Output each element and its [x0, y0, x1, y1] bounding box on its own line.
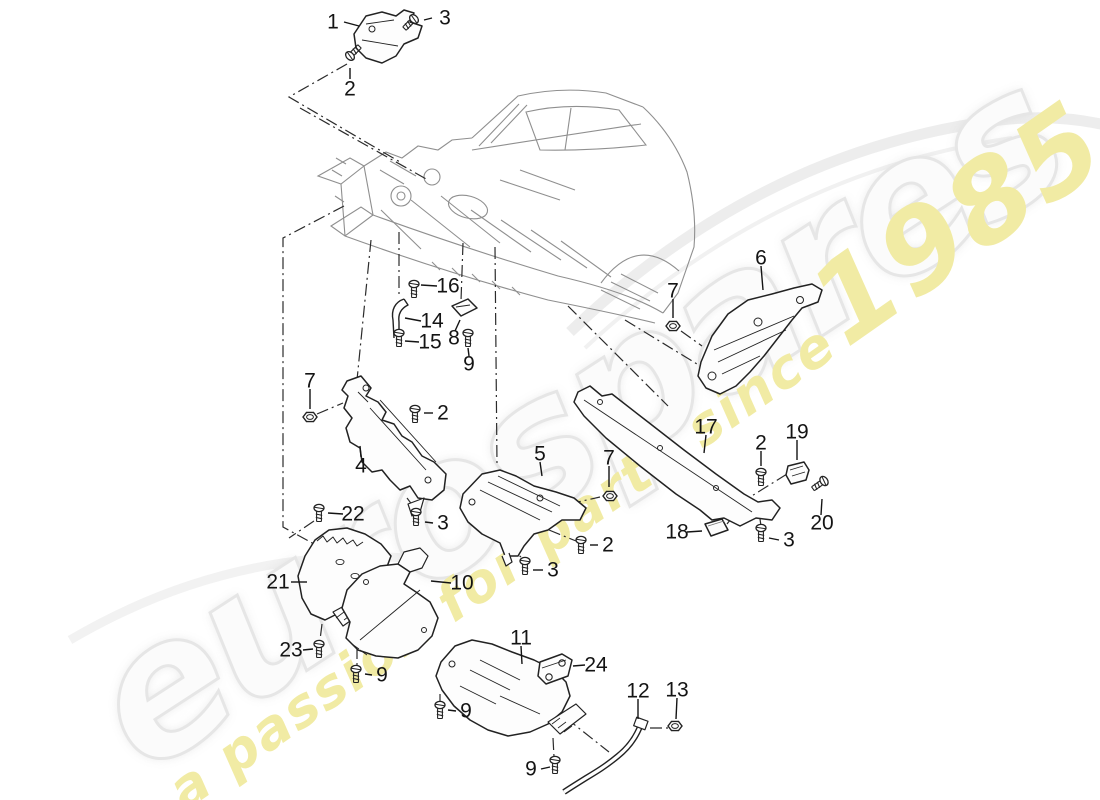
- part-callout-24[interactable]: 24: [584, 653, 608, 677]
- part-heat-shield-10: [341, 547, 439, 659]
- part-pad-8: [451, 298, 478, 317]
- part-bracket-24: [537, 653, 573, 685]
- part-callout-1[interactable]: 1: [327, 10, 339, 34]
- part-callout-5[interactable]: 5: [534, 442, 546, 466]
- part-rod-12: [562, 716, 649, 795]
- part-callout-2[interactable]: 2: [437, 401, 449, 425]
- screw-icon: [575, 535, 587, 555]
- part-callout-22[interactable]: 22: [341, 502, 365, 526]
- part-callout-20[interactable]: 20: [810, 511, 834, 535]
- part-callout-9[interactable]: 9: [460, 699, 472, 723]
- part-callout-3[interactable]: 3: [439, 6, 451, 30]
- part-callout-2[interactable]: 2: [602, 533, 614, 557]
- car-body-outline: [316, 89, 696, 324]
- part-heat-shield-4: [341, 375, 447, 517]
- part-hook-14: [391, 298, 409, 339]
- part-callout-9[interactable]: 9: [376, 663, 388, 687]
- screw-icon: [313, 639, 325, 659]
- nut-icon: [667, 720, 683, 732]
- nut-icon: [302, 411, 318, 423]
- part-callout-12[interactable]: 12: [626, 679, 650, 703]
- part-callout-17[interactable]: 17: [694, 415, 718, 439]
- part-heat-shield-6: [697, 283, 823, 395]
- screw-icon: [519, 556, 531, 576]
- screw-icon: [755, 523, 767, 543]
- part-callout-2[interactable]: 2: [755, 431, 767, 455]
- part-callout-7[interactable]: 7: [603, 446, 615, 470]
- part-callout-19[interactable]: 19: [785, 420, 809, 444]
- screw-icon: [408, 279, 420, 299]
- part-callout-3[interactable]: 3: [547, 558, 559, 582]
- screw-icon: [313, 503, 325, 523]
- part-callout-14[interactable]: 14: [420, 309, 444, 333]
- part-sill-panel-17: [573, 385, 781, 527]
- screw-icon: [410, 507, 422, 527]
- part-callout-8[interactable]: 8: [448, 326, 460, 350]
- part-callout-9[interactable]: 9: [525, 757, 537, 781]
- part-callout-23[interactable]: 23: [279, 638, 303, 662]
- part-callout-3[interactable]: 3: [783, 528, 795, 552]
- part-callout-9[interactable]: 9: [463, 352, 475, 376]
- nut-icon: [665, 320, 681, 332]
- screw-icon: [350, 664, 362, 684]
- part-callout-18[interactable]: 18: [665, 520, 689, 544]
- part-callout-4[interactable]: 4: [355, 454, 367, 478]
- part-callout-10[interactable]: 10: [450, 571, 474, 595]
- screw-icon: [755, 467, 767, 487]
- part-callout-16[interactable]: 16: [436, 274, 460, 298]
- part-callout-6[interactable]: 6: [755, 246, 767, 270]
- part-callout-15[interactable]: 15: [418, 330, 442, 354]
- nut-icon: [602, 490, 618, 502]
- part-clip-19: [785, 461, 810, 485]
- part-callout-7[interactable]: 7: [304, 369, 316, 393]
- part-callout-21[interactable]: 21: [266, 570, 290, 594]
- screw-icon: [809, 474, 831, 494]
- part-callout-3[interactable]: 3: [437, 511, 449, 535]
- part-heat-shield-11: [435, 639, 587, 737]
- part-pad-18: [704, 518, 729, 537]
- part-callout-7[interactable]: 7: [667, 279, 679, 303]
- part-callout-2[interactable]: 2: [344, 77, 356, 101]
- screw-icon: [409, 404, 421, 424]
- part-bracket-1: [353, 9, 423, 64]
- screw-icon: [549, 755, 561, 775]
- leader-lines: [291, 17, 823, 770]
- screw-icon: [462, 328, 474, 348]
- part-callout-11[interactable]: 11: [510, 626, 532, 650]
- screw-icon: [393, 328, 405, 348]
- part-callout-13[interactable]: 13: [665, 678, 689, 702]
- part-heat-shield-5: [459, 469, 587, 567]
- screw-icon: [434, 700, 446, 720]
